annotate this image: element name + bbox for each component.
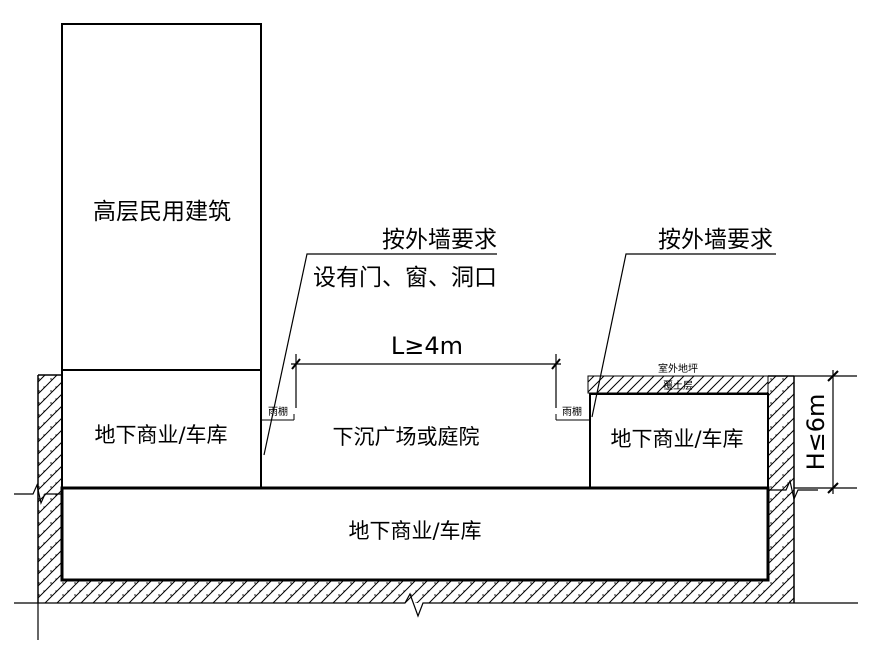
soil-cover-label: 覆土层 — [663, 379, 693, 392]
exterior-wall-left-label: 按外墙要求 — [382, 227, 497, 253]
left-outer-wall — [38, 375, 62, 603]
basement-main-block — [60, 486, 770, 582]
dimension-l-tick-right — [551, 358, 561, 370]
dimension-h-tick-top — [827, 370, 839, 382]
outdoor-ground-label: 室外地坪 — [658, 362, 698, 375]
dimension-h — [794, 370, 857, 494]
distance-dimension-label: L≥4m — [391, 332, 463, 360]
break-lines — [14, 479, 858, 640]
leader-left — [263, 253, 497, 456]
basement-right-label: 地下商业/车库 — [610, 427, 743, 451]
bottom-slab — [38, 580, 794, 603]
dimension-l — [291, 354, 561, 408]
leader-right — [591, 253, 776, 418]
sunken-plaza-label: 下沉广场或庭院 — [333, 425, 480, 449]
basement-left-label: 地下商业/车库 — [94, 423, 227, 447]
leader-lines — [263, 253, 776, 456]
basement-main-label: 地下商业/车库 — [348, 519, 481, 543]
break-line-left — [14, 483, 62, 505]
canopies — [261, 414, 590, 421]
openings-note-label: 设有门、窗、洞口 — [313, 265, 497, 291]
canopy-right-label: 雨棚 — [562, 405, 582, 418]
height-dimension-label: H≤6m — [802, 394, 830, 471]
canopy-left-label: 雨棚 — [268, 405, 288, 418]
break-line-right — [768, 479, 818, 501]
exterior-wall-right-label: 按外墙要求 — [658, 227, 773, 253]
high-rise-building — [61, 23, 262, 371]
break-line-bottom — [14, 592, 858, 618]
high-rise-label: 高层民用建筑 — [93, 199, 231, 225]
dimension-l-tick-left — [291, 358, 301, 370]
dimension-h-tick-bottom — [827, 482, 839, 494]
